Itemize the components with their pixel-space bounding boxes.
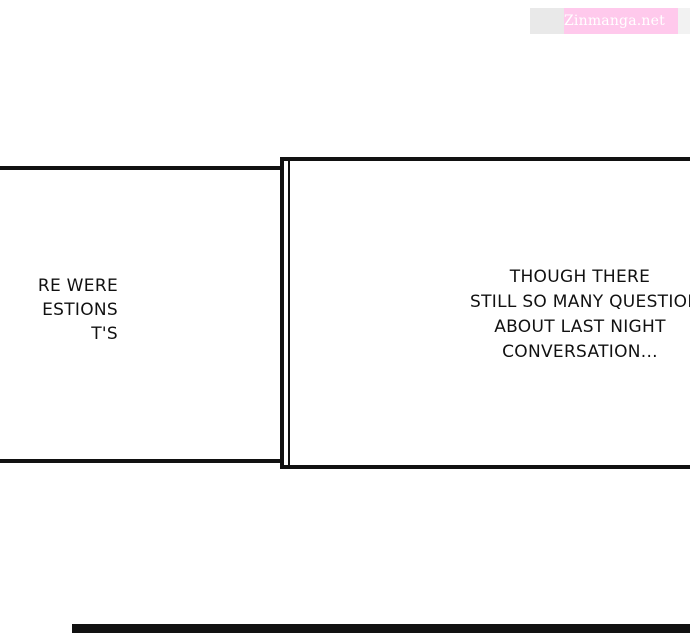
left-panel: [0, 166, 291, 463]
right-caption-line: ABOUT LAST NIGHT: [494, 317, 666, 337]
site-watermark: Zinmanga.net: [530, 8, 690, 34]
left-caption-line: T'S: [91, 324, 118, 344]
left-caption-line: ESTIONS: [42, 300, 118, 320]
left-caption-line: RE WERE: [37, 276, 118, 296]
right-caption-line: CONVERSATION...: [502, 342, 658, 362]
watermark-text: Zinmanga.net: [564, 13, 665, 29]
right-panel-inner-border: [288, 161, 290, 465]
left-panel-caption: RE WERE ESTIONS T'S: [0, 274, 118, 346]
right-panel: [280, 157, 690, 469]
right-panel-caption: THOUGH THERE STILL SO MANY QUESTIONS ABO…: [470, 265, 690, 365]
right-caption-line: STILL SO MANY QUESTIONS: [470, 292, 690, 312]
bottom-panel-edge: [72, 624, 690, 633]
right-caption-line: THOUGH THERE: [509, 267, 651, 287]
